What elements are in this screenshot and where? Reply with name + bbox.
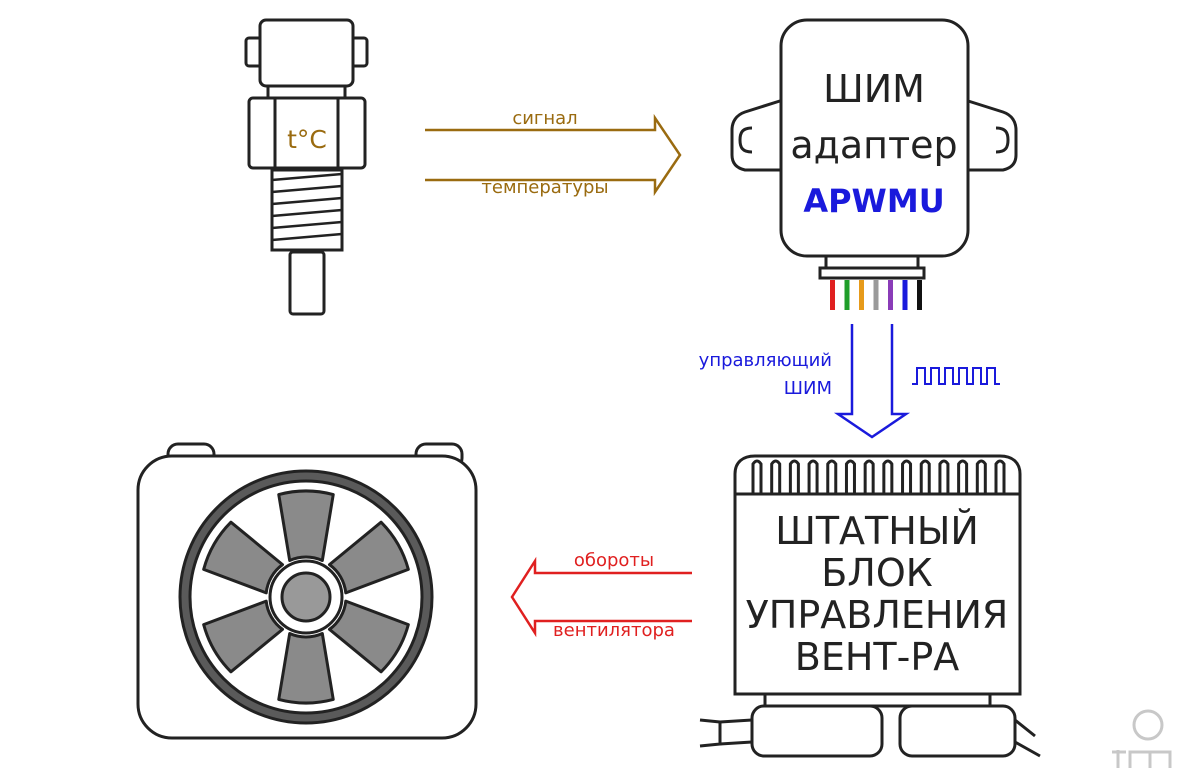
fan-arrow-label-2: вентилятора xyxy=(553,620,675,641)
fan-blade xyxy=(327,520,410,595)
control-unit-label-2: БЛОК xyxy=(821,551,933,595)
heatsink-fin xyxy=(975,459,987,494)
signal-arrow xyxy=(425,113,682,197)
control-unit-label-3: УПРАВЛЕНИЯ xyxy=(746,593,1009,637)
sensor-neck xyxy=(266,84,347,100)
sensor-nut-center xyxy=(273,96,340,170)
adapter-wire xyxy=(873,280,879,310)
pwm-arrow-label-2: ШИМ xyxy=(784,378,832,399)
adapter-wires xyxy=(830,280,922,310)
tm-logo-icon xyxy=(1112,709,1172,768)
fan-hub xyxy=(280,571,332,623)
control-unit-right-plug xyxy=(898,704,1017,758)
sensor-connector xyxy=(258,18,355,88)
control-unit-left-cable-end xyxy=(699,718,722,748)
adapter-title-2: адаптер xyxy=(790,123,957,167)
signal-arrow-label-1: сигнал xyxy=(512,108,577,129)
adapter-connector xyxy=(824,254,920,270)
heatsink-fin xyxy=(826,459,838,494)
heatsink-fin xyxy=(994,459,1006,494)
adapter-left-mount xyxy=(730,98,784,172)
heatsink-fin xyxy=(882,459,894,494)
control-unit-bottom-plate xyxy=(763,692,992,708)
heatsink-fin xyxy=(770,459,782,494)
heatsink-fin xyxy=(938,459,950,494)
heatsink-fin xyxy=(751,459,763,494)
fan-blade xyxy=(327,599,410,674)
heatsink-fin xyxy=(844,459,856,494)
fan-blade xyxy=(277,632,335,705)
adapter-wire xyxy=(902,280,908,310)
control-unit-label-4: ВЕНТ-РА xyxy=(795,635,960,679)
fan-blade xyxy=(202,520,285,595)
signal-arrow-label-2: температуры xyxy=(481,177,608,198)
pwm-arrow-shape xyxy=(833,324,911,439)
control-unit-right-cable xyxy=(1014,718,1041,758)
adapter-left-slot xyxy=(738,126,753,154)
control-unit-left-plug xyxy=(750,704,884,758)
control-unit-body xyxy=(733,454,1022,696)
control-unit-label-1: ШТАТНЫЙ xyxy=(775,509,979,553)
pwm-adapter xyxy=(730,18,1018,280)
adapter-right-mount xyxy=(964,98,1018,172)
heatsink-fin xyxy=(901,459,913,494)
heatsink-fin xyxy=(863,459,875,494)
temperature-sensor xyxy=(244,18,369,316)
sensor-threads xyxy=(271,172,343,242)
control-unit-left-cable xyxy=(719,718,753,746)
radiator-fan xyxy=(136,442,478,740)
sensor-probe xyxy=(288,250,326,316)
fan-arrow-shape xyxy=(510,556,692,638)
signal-arrow-shape xyxy=(425,113,682,197)
adapter-connector-base xyxy=(818,266,926,280)
pwm-waveform-icon xyxy=(912,367,1000,385)
fan-blade xyxy=(202,599,285,674)
adapter-title-1: ШИМ xyxy=(823,67,925,111)
heatsink-fin xyxy=(788,459,800,494)
heatsink-fin xyxy=(957,459,969,494)
fan-arrow-label-1: обороты xyxy=(574,550,654,571)
adapter-wire xyxy=(859,280,864,310)
fan-blades xyxy=(202,489,410,705)
adapter-wire xyxy=(888,280,893,310)
control-unit-heatsink-fins xyxy=(751,459,1006,494)
fan-blade xyxy=(277,489,335,562)
adapter-wire xyxy=(830,280,835,310)
control-unit xyxy=(699,454,1041,758)
pwm-arrow-label-1: управляющий xyxy=(699,350,832,371)
sensor-label: t°C xyxy=(287,125,327,154)
heatsink-fin xyxy=(807,459,819,494)
adapter-model: APWMU xyxy=(803,182,944,220)
adapter-wire xyxy=(917,280,922,310)
heatsink-fin xyxy=(919,459,931,494)
adapter-wire xyxy=(844,280,850,310)
adapter-right-slot xyxy=(995,126,1010,154)
